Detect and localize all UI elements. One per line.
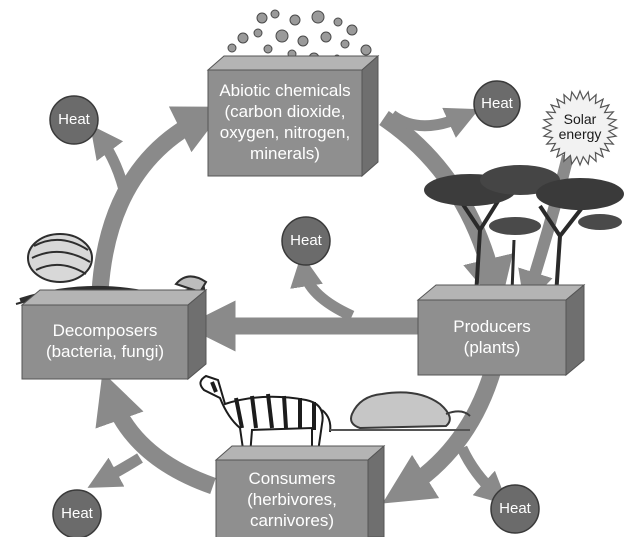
heat-circle-middle bbox=[281, 216, 331, 266]
sun-icon bbox=[541, 89, 619, 167]
arrow-consumers-to-decomposers bbox=[95, 371, 216, 495]
heat-label-bottom-left: Heat bbox=[61, 505, 93, 522]
heat-arrows bbox=[87, 107, 509, 506]
heat-circle-bottom-right bbox=[490, 484, 540, 534]
heat-circle-bottom-left bbox=[52, 489, 102, 537]
consumers-label: Consumers (herbivores, carnivores) bbox=[216, 468, 368, 531]
solar-line2: energy bbox=[558, 126, 602, 142]
box-consumers bbox=[214, 444, 386, 537]
consumers-line3: carnivores) bbox=[249, 511, 335, 530]
producers-label: Producers (plants) bbox=[418, 316, 566, 358]
box-abiotic bbox=[206, 54, 380, 178]
trees-icon bbox=[424, 165, 624, 297]
heat-arrow-bottom-right bbox=[457, 445, 509, 506]
heat-label-bottom-right: Heat bbox=[499, 500, 531, 517]
heat-label-top-right: Heat bbox=[481, 95, 513, 112]
consumers-line2: (herbivores, bbox=[247, 490, 337, 509]
solar-line1: Solar bbox=[563, 111, 597, 127]
producers-line2: (plants) bbox=[463, 338, 521, 357]
decomposers-line1: Decomposers bbox=[52, 321, 158, 340]
arrow-producers-to-consumers bbox=[382, 370, 501, 504]
decomposers-label: Decomposers (bacteria, fungi) bbox=[22, 320, 188, 362]
solar-energy-label: Solar energy bbox=[548, 112, 612, 142]
abiotic-line2: (carbon dioxide, bbox=[224, 102, 346, 121]
abiotic-line4: minerals) bbox=[250, 144, 320, 163]
heat-circle-top-left bbox=[49, 95, 99, 145]
abiotic-label: Abiotic chemicals (carbon dioxide, oxyge… bbox=[208, 80, 362, 164]
heat-label-top-left: Heat bbox=[58, 111, 90, 128]
abiotic-line1: Abiotic chemicals bbox=[219, 81, 351, 100]
lion-icon bbox=[330, 391, 471, 431]
producers-line1: Producers bbox=[453, 317, 531, 336]
zebra-icon bbox=[199, 374, 332, 457]
heat-circle-top-right bbox=[473, 80, 521, 128]
box-decomposers bbox=[20, 288, 208, 381]
decomposers-line2: (bacteria, fungi) bbox=[45, 342, 165, 361]
heat-circles bbox=[49, 80, 540, 537]
molecule-cluster-icon bbox=[227, 9, 377, 71]
heat-arrow-producers bbox=[290, 253, 355, 322]
consumers-line1: Consumers bbox=[248, 469, 336, 488]
heat-arrow-abiotic bbox=[388, 107, 480, 138]
box-producers bbox=[416, 283, 586, 377]
heat-label-middle: Heat bbox=[290, 232, 322, 249]
abiotic-line3: oxygen, nitrogen, bbox=[219, 123, 351, 142]
heat-arrow-top-left bbox=[90, 124, 132, 200]
arrow-decomposers-to-abiotic bbox=[91, 106, 226, 293]
heat-arrow-bottom-left bbox=[87, 453, 143, 488]
